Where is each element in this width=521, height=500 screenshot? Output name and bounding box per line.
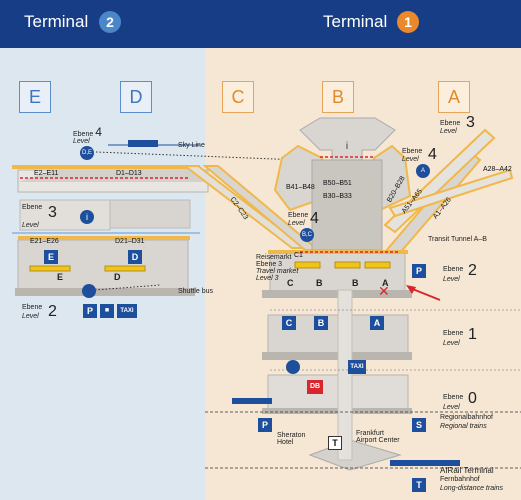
t2-concourse-e-floor: E xyxy=(57,272,64,282)
concourse-c-label: C xyxy=(222,81,254,113)
t1-level3-ebene: Ebene xyxy=(440,120,461,127)
t1-level2-ebene: Ebene xyxy=(443,266,464,273)
gates-b41-b48: B41–B48 xyxy=(286,184,315,191)
t2-level2-number: 2 xyxy=(48,303,57,320)
gates-e21-e26: E21–E26 xyxy=(30,238,59,245)
t2-bus-icon: ■ xyxy=(100,304,114,318)
gate-c1: C1 xyxy=(294,252,303,259)
fernbahnhof-icon: T xyxy=(412,478,426,492)
t1-level1-level: Level xyxy=(443,340,460,347)
t1-level2-number: 2 xyxy=(468,262,477,279)
terminal-1-badge: 1 xyxy=(397,11,419,33)
concourse-a-label: A xyxy=(438,81,470,113)
t2-info-icon: i xyxy=(80,210,94,224)
t1-taxi-icon: TAXI xyxy=(348,360,366,374)
t1-l1-gate-a: A xyxy=(370,316,384,330)
t1-concourse-a-floor: A xyxy=(382,278,389,288)
terminal-2-title: Terminal xyxy=(24,12,89,31)
sky-line-label: Sky Line xyxy=(178,142,205,149)
t1-parking-icon: P xyxy=(412,264,426,278)
skyline-station-a-icon: A xyxy=(416,164,430,178)
t2-taxi-icon: TAXI xyxy=(117,304,137,318)
fernbahnhof-label: Fernbahnhof xyxy=(440,476,480,483)
shuttle-bus-label: Shuttle bus xyxy=(178,288,214,295)
t1-concourse-b-floor-1: B xyxy=(316,278,323,288)
t1-level4-ebene: Ebene xyxy=(402,148,423,155)
svg-text:✕: ✕ xyxy=(378,283,390,299)
t2-level3-number: 3 xyxy=(48,204,57,221)
airrail-terminal-label: AIRail Terminal xyxy=(440,466,494,475)
long-distance-label: Long-distance trains xyxy=(440,485,504,492)
gates-b50-b51: B50–B51 xyxy=(323,180,352,187)
t1-station-icon xyxy=(286,360,300,374)
skyline-station-bc-icon: B,C xyxy=(300,228,314,242)
s-bahn-icon: S xyxy=(412,418,426,432)
t1-level2-level: Level xyxy=(443,276,460,283)
t2-gate-d-marker: D xyxy=(128,250,142,264)
t1-level0-level: Level xyxy=(443,404,460,411)
t2-level2-level: Level xyxy=(22,313,39,320)
gates-d1-d13: D1–D13 xyxy=(116,170,142,177)
t1-level3-level: Level xyxy=(440,128,457,135)
t1-concourse-c-floor: C xyxy=(287,278,294,288)
t1-l1-gate-c: C xyxy=(282,316,296,330)
t1-level4b-number: 4 xyxy=(310,210,319,227)
travel-market-label: Reisemarkt Ebene 3 Travel market Level 3 xyxy=(256,254,299,282)
sheraton-hotel-label: Sheraton Hotel xyxy=(277,432,306,446)
t2-concourse-d-floor: D xyxy=(114,272,121,282)
t2-station-icon xyxy=(82,284,96,298)
t2-level3-level: Level xyxy=(22,222,39,229)
t1-level4b-ebene: Ebene xyxy=(288,212,309,219)
t1-l1-gate-b: B xyxy=(314,316,328,330)
t1-level4b-level: Level xyxy=(288,220,305,227)
airport-center-label: Frankfurt Airport Center xyxy=(356,430,400,444)
t1-parking-icon-lower: P xyxy=(258,418,272,432)
t1-level0-ebene: Ebene xyxy=(443,394,464,401)
t1-info-icon-top: i xyxy=(345,141,349,152)
header-bar xyxy=(0,0,521,48)
gates-b30-b33: B30–B33 xyxy=(323,193,352,200)
concourse-b-label: B xyxy=(322,81,354,113)
skyline-station-de-icon: D,E xyxy=(80,146,94,160)
t1-level3-number: 3 xyxy=(466,114,475,131)
t2-level4-level: Level xyxy=(73,138,90,145)
gates-e2-e11: E2–E11 xyxy=(34,170,59,177)
t2-level4-ebene: Ebene 4 xyxy=(73,125,102,139)
t2-gate-e-marker: E xyxy=(44,250,58,264)
regional-trains-label: Regional trains xyxy=(440,423,487,430)
concourse-d-label: D xyxy=(120,81,152,113)
terminal-1-title: Terminal xyxy=(323,12,388,31)
t2-parking-icon: P xyxy=(83,304,97,318)
t1-level4-level: Level xyxy=(402,156,419,163)
t1-level0-number: 0 xyxy=(468,390,477,407)
t1-level1-ebene: Ebene xyxy=(443,330,464,337)
terminal-2-badge: 2 xyxy=(99,11,121,33)
t2-level2-ebene: Ebene xyxy=(22,304,43,311)
t1-level4-number: 4 xyxy=(428,146,437,163)
regionalbahnhof-label: Regionalbahnhof xyxy=(440,414,493,421)
transit-tunnel-label: Transit Tunnel A–B xyxy=(428,236,487,243)
t2-level3-ebene: Ebene xyxy=(22,204,43,211)
t1-concourse-b-floor-2: B xyxy=(352,278,359,288)
gates-a28-a42: A28–A42 xyxy=(483,166,512,173)
db-icon: DB xyxy=(307,380,323,394)
concourse-e-label: E xyxy=(19,81,51,113)
t-station-icon-small: T xyxy=(328,436,342,450)
t1-level1-number: 1 xyxy=(468,326,477,343)
gates-d21-d31: D21–D31 xyxy=(115,238,145,245)
